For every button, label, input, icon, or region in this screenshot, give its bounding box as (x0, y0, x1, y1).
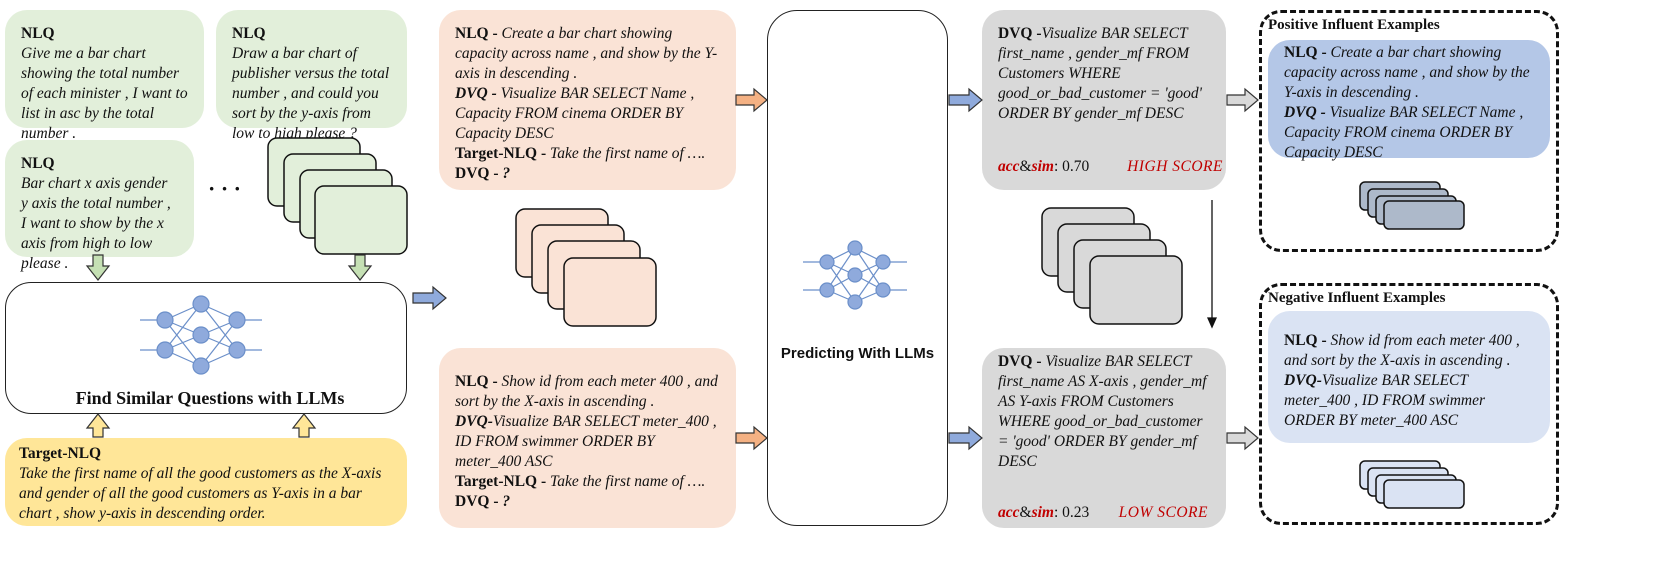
nlq-text: Show id from each meter 400 , and sort b… (1284, 332, 1520, 369)
metric-amp: & (1019, 504, 1032, 521)
prompt-box-top: NLQ - Create a bar chart showing capacit… (439, 10, 736, 190)
metric-sim: sim (1031, 158, 1054, 175)
find-similar-title: Find Similar Questions with LLMs (75, 388, 345, 408)
score-value: 0.70 (1062, 158, 1090, 175)
score-tag: LOW SCORE (1118, 504, 1208, 521)
metric-colon: : (1053, 158, 1063, 175)
dvq-label: DVQ - (1284, 104, 1330, 121)
metric-acc: acc (998, 158, 1020, 175)
green-down-arrow-left (85, 254, 111, 281)
score-line-low: acc&sim: 0.23 LOW SCORE (998, 504, 1208, 522)
negative-examples-title: Negative Influent Examples (1268, 290, 1446, 306)
metric-colon: : (1053, 504, 1063, 521)
prompt-box-bottom: NLQ - Show id from each meter 400 , and … (439, 348, 736, 528)
neural-network-icon-left (140, 295, 262, 375)
dvq-placeholder: ? (502, 493, 511, 510)
dvq-placeholder: ? (502, 165, 511, 182)
nlq-text: Give me a bar chart showing the total nu… (21, 45, 188, 142)
result-box-high: DVQ -Visualize BAR SELECT first_name , g… (982, 10, 1226, 190)
positive-examples-frame (1259, 10, 1559, 252)
target-nlq-text: Take the first name of …. (550, 145, 706, 162)
example-nlq-box-2: NLQ Draw a bar chart of publisher versus… (216, 10, 407, 142)
nlq-label: NLQ - (1284, 332, 1331, 349)
blue-right-arrow-top (948, 87, 983, 113)
dvq-label: DVQ - (455, 165, 503, 182)
nlq-label: NLQ (232, 25, 266, 42)
nlq-text: Bar chart x axis gender y axis the total… (21, 175, 171, 272)
positive-examples-title: Positive Influent Examples (1268, 17, 1440, 33)
peach-right-arrow-top (735, 87, 768, 113)
dvq-text: Visualize BAR SELECT first_name AS X-axi… (998, 353, 1207, 470)
nlq-text: Create a bar chart showing capacity acro… (455, 25, 718, 82)
score-value: 0.23 (1062, 504, 1090, 521)
score-down-arrow (1206, 200, 1218, 329)
grey-right-arrow-top (1226, 87, 1259, 113)
negative-examples-frame (1259, 283, 1559, 525)
yellow-up-arrow-left (85, 413, 111, 438)
blue-right-arrow-find-to-prompts (412, 285, 447, 311)
green-down-arrow-right (347, 254, 373, 281)
nlq-text: Draw a bar chart of publisher versus the… (232, 45, 390, 142)
example-nlq-box-3: NLQ Bar chart x axis gender y axis the t… (5, 140, 194, 272)
target-nlq-label: Target-NLQ (19, 445, 102, 462)
green-card-stack (267, 137, 408, 255)
positive-example-box: NLQ - Create a bar chart showing capacit… (1268, 40, 1550, 161)
nlq-label: NLQ (21, 155, 55, 172)
target-nlq-label: Target-NLQ - (455, 145, 550, 162)
grey-card-stack (1041, 207, 1183, 325)
target-nlq-label: Target-NLQ - (455, 473, 550, 490)
target-nlq-box: Target-NLQ Take the first name of all th… (5, 438, 407, 526)
dvq-label: DVQ - (455, 85, 501, 102)
negative-example-box: NLQ - Show id from each meter 400 , and … (1268, 311, 1550, 443)
neural-network-icon-center (803, 240, 907, 310)
dvq-text: Visualize BAR SELECT Name , Capacity FRO… (455, 85, 695, 142)
ellipsis: · · · (208, 176, 242, 201)
dvq-text: Visualize BAR SELECT first_name , gender… (998, 25, 1202, 122)
nlq-label: NLQ - (455, 373, 502, 390)
dvq-label: DVQ - (998, 25, 1042, 42)
dvq-text: Visualize BAR SELECT meter_400 , ID FROM… (455, 413, 717, 470)
nlq-text: Create a bar chart showing capacity acro… (1284, 44, 1530, 101)
peach-right-arrow-bottom (735, 425, 768, 451)
nlq-label: NLQ - (455, 25, 502, 42)
target-nlq-text: Take the first name of all the good cust… (19, 465, 382, 522)
positive-mini-stack (1359, 181, 1465, 230)
blue-right-arrow-bottom (948, 425, 983, 451)
score-tag: HIGH SCORE (1127, 158, 1223, 175)
peach-card-stack (515, 208, 657, 327)
example-nlq-box-1: NLQ Give me a bar chart showing the tota… (5, 10, 204, 142)
dvq-label: DVQ- (1284, 372, 1322, 389)
nlq-label: NLQ (21, 25, 55, 42)
dvq-text: Visualize BAR SELECT Name , Capacity FRO… (1284, 104, 1524, 161)
grey-right-arrow-bottom (1226, 425, 1259, 451)
target-nlq-text: Take the first name of …. (550, 473, 706, 490)
negative-mini-stack (1359, 460, 1465, 509)
dvq-text: Visualize BAR SELECT meter_400 , ID FROM… (1284, 372, 1486, 429)
dvq-label: DVQ - (998, 353, 1046, 370)
nlq-label: NLQ - (1284, 44, 1331, 61)
predicting-title: Predicting With LLMs (780, 345, 935, 362)
result-box-low: DVQ - Visualize BAR SELECT first_name AS… (982, 348, 1226, 528)
metric-acc: acc (998, 504, 1020, 521)
dvq-label: DVQ- (455, 413, 493, 430)
score-line-high: acc&sim: 0.70 HIGH SCORE (998, 158, 1223, 176)
metric-amp: & (1019, 158, 1032, 175)
nlq-text: Show id from each meter 400 , and sort b… (455, 373, 718, 410)
yellow-up-arrow-right (291, 413, 317, 438)
metric-sim: sim (1031, 504, 1054, 521)
dvq-label: DVQ - (455, 493, 503, 510)
